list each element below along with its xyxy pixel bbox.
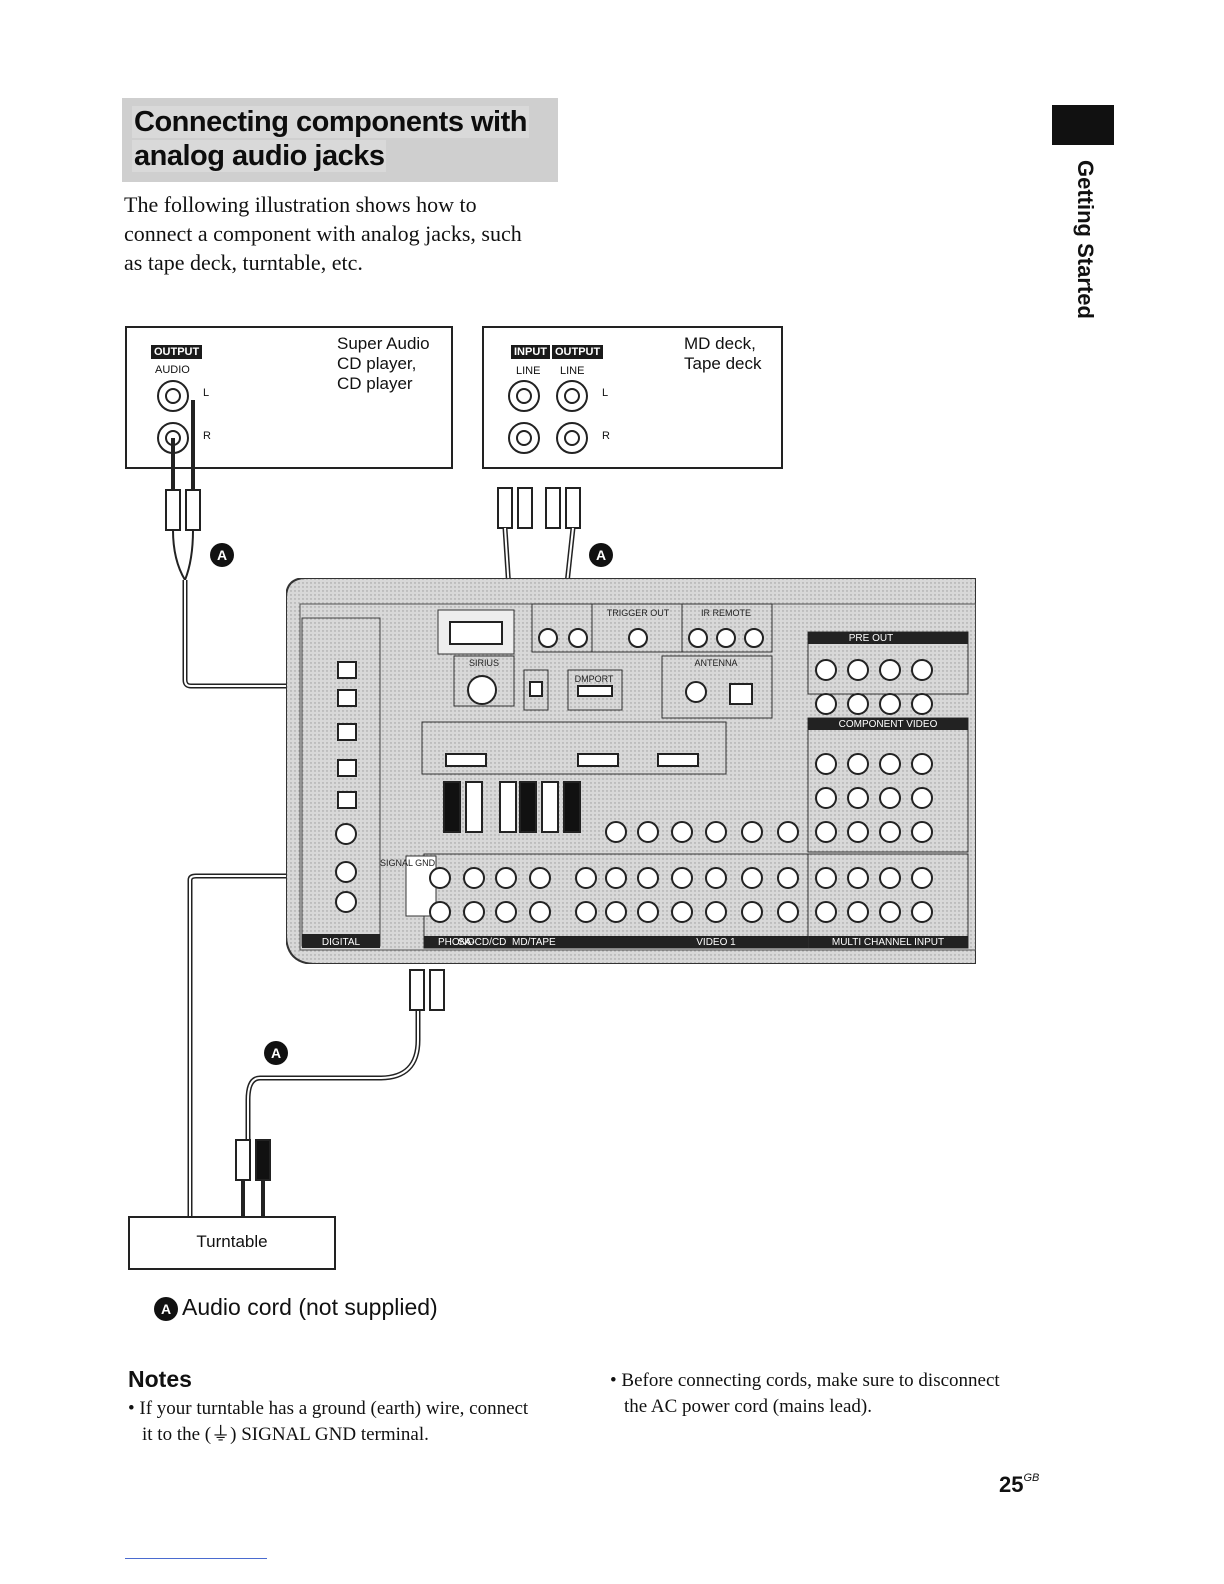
svg-text:VIDEO 1: VIDEO 1 bbox=[696, 937, 736, 948]
line-out-tag: LINE bbox=[560, 365, 585, 377]
svg-text:ANTENNA: ANTENNA bbox=[694, 658, 737, 668]
line-in-tag: LINE bbox=[516, 365, 541, 377]
svg-text:SA-CD/CD: SA-CD/CD bbox=[458, 937, 506, 948]
svg-text:COMPONENT VIDEO: COMPONENT VIDEO bbox=[839, 719, 938, 730]
legend-callout-icon: A bbox=[154, 1296, 178, 1321]
right-channel-label: R bbox=[602, 430, 610, 442]
callout-a-cd: A bbox=[210, 543, 234, 567]
svg-text:IR REMOTE: IR REMOTE bbox=[701, 608, 751, 618]
left-channel-label: L bbox=[602, 387, 609, 399]
intro-line: connect a component with analog jacks, s… bbox=[124, 221, 522, 246]
notes-title: Notes bbox=[128, 1366, 192, 1392]
page-suffix: GB bbox=[1023, 1472, 1040, 1484]
md-deck-label: MD deck, Tape deck bbox=[684, 334, 762, 373]
section-heading: Connecting components with analog audio … bbox=[122, 98, 558, 182]
page-number: 25GB bbox=[999, 1472, 1040, 1497]
cd-player-label: Super Audio CD player, CD player bbox=[337, 334, 430, 393]
right-channel-label: R bbox=[203, 430, 211, 442]
callout-a-md: A bbox=[589, 543, 613, 567]
svg-text:TRIGGER OUT: TRIGGER OUT bbox=[607, 608, 670, 618]
heading-line-2: analog audio jacks bbox=[132, 140, 387, 172]
chapter-tab-marker bbox=[1052, 105, 1114, 145]
note-power-cord: • Before connecting cords, make sure to … bbox=[610, 1370, 1000, 1417]
svg-text:DMPORT: DMPORT bbox=[575, 674, 614, 684]
turntable-box: Turntable bbox=[128, 1216, 336, 1270]
legend-text: Audio cord (not supplied) bbox=[182, 1294, 438, 1320]
svg-text:MULTI CHANNEL INPUT: MULTI CHANNEL INPUT bbox=[832, 937, 944, 948]
svg-text:SIGNAL GND: SIGNAL GND bbox=[380, 858, 436, 868]
receiver-rear-panel: PRE OUT COMPONENT VIDEO MULTI CHANNEL IN… bbox=[286, 578, 976, 964]
output-tag: OUTPUT bbox=[552, 345, 604, 359]
svg-text:SIRIUS: SIRIUS bbox=[469, 658, 499, 668]
footer-rule bbox=[125, 1558, 267, 1559]
svg-text:PHONO: PHONO bbox=[438, 937, 475, 948]
output-tag: OUTPUT bbox=[151, 345, 203, 359]
input-tag: INPUT bbox=[511, 345, 550, 359]
note-ground-wire: • If your turntable has a ground (earth)… bbox=[128, 1398, 529, 1445]
left-channel-label: L bbox=[203, 387, 210, 399]
md-deck-box: INPUT OUTPUT LINE LINE L R MD deck, Tape… bbox=[482, 326, 783, 469]
turntable-label: Turntable bbox=[196, 1232, 268, 1251]
intro-line: The following illustration shows how to bbox=[124, 192, 477, 217]
heading-line-1: Connecting components with bbox=[132, 106, 529, 138]
svg-text:PRE OUT: PRE OUT bbox=[849, 633, 893, 644]
callout-a-turntable: A bbox=[264, 1041, 288, 1065]
svg-text:MD/TAPE: MD/TAPE bbox=[512, 937, 556, 948]
intro-paragraph: The following illustration shows how to … bbox=[124, 190, 564, 277]
svg-text:DIGITAL: DIGITAL bbox=[322, 937, 361, 948]
audio-tag: AUDIO bbox=[155, 364, 190, 376]
intro-line: as tape deck, turntable, etc. bbox=[124, 250, 363, 275]
